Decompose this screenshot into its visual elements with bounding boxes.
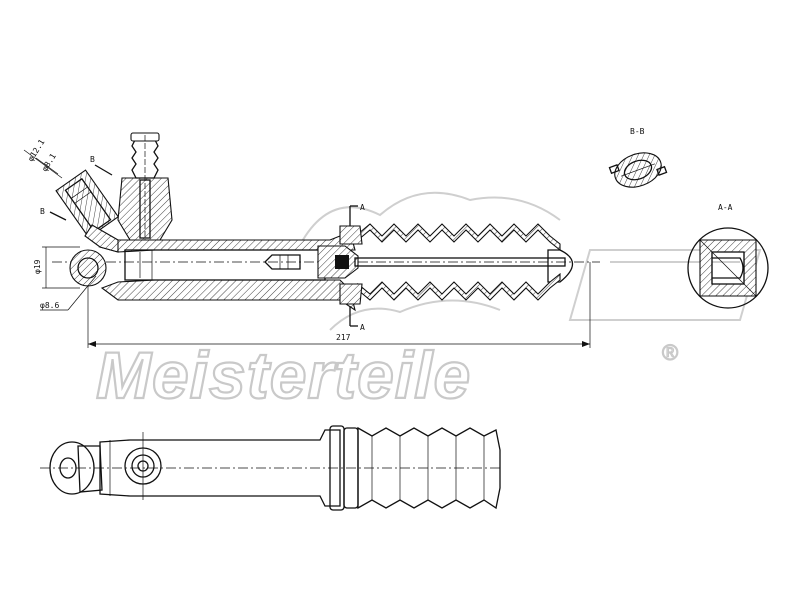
main-section-view: A A B B φ12.1 φ8.1 φ19 φ8.6 <box>23 132 600 348</box>
port-neck <box>84 224 119 253</box>
boot-clamp-bottom <box>339 283 363 305</box>
dim-port-inner: φ8.1 <box>40 152 58 173</box>
dim-overall-length: 217 <box>336 333 351 342</box>
push-rod <box>354 257 566 267</box>
watermark-text: Meisterteile <box>96 338 471 412</box>
bellows-boot <box>357 223 561 301</box>
dim-body-diameter: φ19 <box>33 259 42 274</box>
dim-body: φ19 <box>33 246 80 289</box>
angled-port <box>55 169 119 239</box>
section-b-b-title: B-B <box>630 127 645 136</box>
inner-cone <box>264 254 301 270</box>
cut-line-b-bottom <box>49 211 67 221</box>
external-mount-eye <box>49 441 95 495</box>
piston-seal <box>335 255 349 269</box>
bleed-nipple <box>117 132 173 241</box>
watermark-registered: ® <box>662 340 678 365</box>
cut-label-b-bottom: B <box>40 207 45 216</box>
cut-label-a-top: A <box>360 203 365 212</box>
mount-eye <box>69 249 107 287</box>
dim-mount-hole: φ8.6 <box>40 301 59 310</box>
external-port-stub <box>77 445 103 493</box>
section-b-b: B-B <box>608 127 668 188</box>
external-mount-hole <box>59 457 77 479</box>
boot-clamp-top <box>339 225 363 245</box>
cut-label-b-top: B <box>90 155 95 164</box>
external-view <box>40 425 501 511</box>
dim-port: φ12.1 φ8.1 <box>23 138 63 179</box>
mount-hole <box>77 257 99 279</box>
watermark-logo-icon <box>299 191 762 331</box>
section-a-a: A-A <box>687 203 769 309</box>
cut-label-a-bottom: A <box>360 323 365 332</box>
cylinder-lower-wall <box>100 279 356 312</box>
section-a-a-title: A-A <box>718 203 733 212</box>
watermark: Meisterteile ® <box>95 191 762 413</box>
cut-line-b-top <box>94 164 113 176</box>
dim-length: 217 <box>87 262 591 348</box>
dim-mount: φ8.6 <box>40 275 97 311</box>
external-body <box>99 429 341 507</box>
